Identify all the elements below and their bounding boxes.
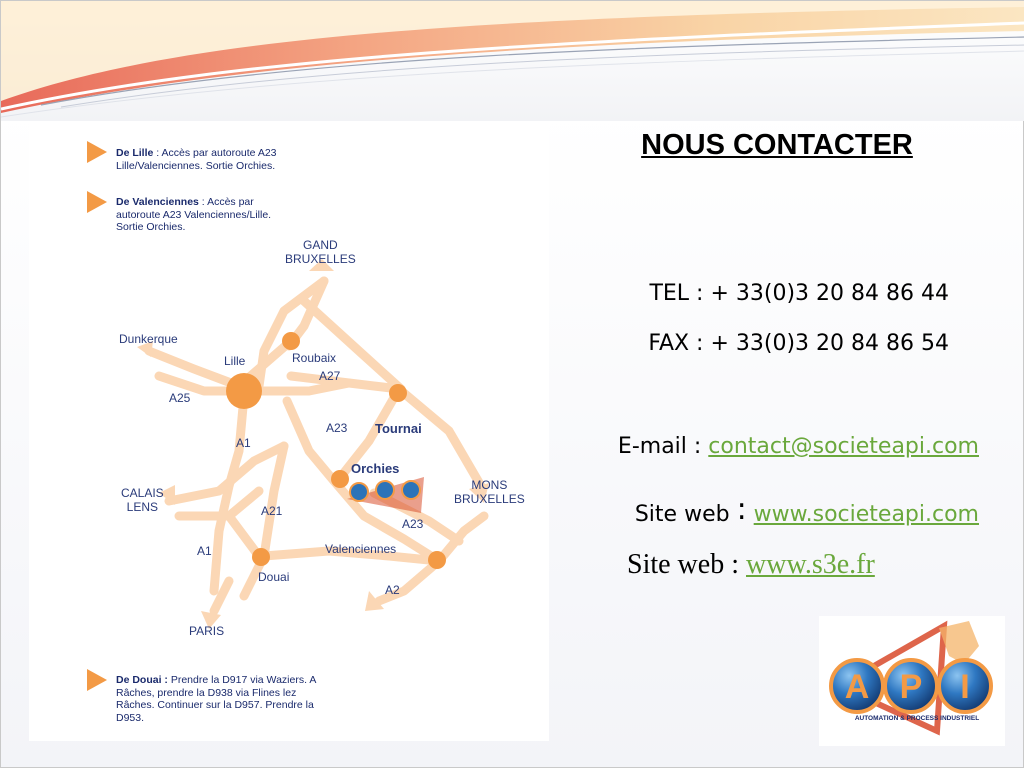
note-douai-body: Prendre la D917 via Waziers. A Râches, p…: [116, 674, 316, 724]
api-logo-letter-p: P: [900, 668, 923, 706]
road-map-graphic: [87, 141, 489, 691]
email-link[interactable]: contact@societeapi.com: [708, 434, 979, 459]
note-lille-head: De Lille: [116, 147, 154, 159]
api-logo-tagline: AUTOMATION & PROCESS INDUSTRIEL: [855, 715, 979, 722]
note-douai-head: De Douai :: [116, 674, 168, 686]
note-from-valenciennes: De Valenciennes : Accès par autoroute A2…: [116, 196, 286, 234]
note-arrow-douai: [87, 669, 107, 691]
note-valenciennes-body: : Accès par autoroute A23 Valenciennes/L…: [116, 196, 272, 233]
place-lille: Lille: [224, 354, 246, 368]
website-line-2: Site web : www.s3e.fr: [627, 549, 875, 581]
map-api-badge: [347, 477, 424, 513]
tel-line: TEL : + 33(0)3 20 84 86 44: [649, 281, 949, 306]
place-mons-bruxelles: MONS BRUXELLES: [454, 478, 525, 506]
page-title: NOUS CONTACTER: [641, 129, 913, 161]
place-tournai: Tournai: [375, 421, 422, 436]
road-a2: A2: [385, 583, 400, 597]
api-logo-balls: [829, 658, 993, 714]
api-logo-letter-a: A: [845, 668, 870, 706]
road-a23-bottom: A23: [402, 517, 424, 531]
header-swoosh-banner: [1, 1, 1024, 121]
note-valenciennes-head: De Valenciennes: [116, 196, 199, 208]
place-bruxelles-right: BRUXELLES: [454, 492, 525, 506]
place-paris: PARIS: [189, 624, 225, 638]
fax-line: FAX : + 33(0)3 20 84 86 54: [648, 331, 949, 356]
email-label: E-mail :: [617, 434, 709, 459]
email-line: E-mail : contact@societeapi.com: [618, 434, 979, 459]
place-gand: GAND: [303, 238, 338, 252]
website-line-1: Site web : www.societeapi.com: [634, 492, 979, 529]
place-valenciennes: Valenciennes: [325, 542, 397, 556]
website-link-1[interactable]: www.societeapi.com: [753, 502, 979, 527]
place-roubaix: Roubaix: [292, 351, 337, 365]
road-a25: A25: [169, 391, 191, 405]
note-arrow-lille: [87, 141, 107, 163]
road-a1-bottom: A1: [197, 544, 212, 558]
road-a27: A27: [319, 369, 341, 383]
road-a21: A21: [261, 504, 283, 518]
road-a1-top: A1: [236, 436, 251, 450]
note-from-lille: De Lille : Accès par autoroute A23 Lille…: [116, 147, 291, 172]
place-calais-lens: CALAIS LENS: [121, 486, 164, 514]
api-logo-graphic: A P I AUTOMATION & PROCESS INDUSTRIEL: [829, 620, 993, 736]
place-douai: Douai: [258, 570, 290, 584]
website-colon-1: :: [736, 492, 747, 527]
directions-map: De Lille : Accès par autoroute A23 Lille…: [29, 121, 549, 741]
place-dunkerque: Dunkerque: [119, 332, 178, 346]
place-mons: MONS: [471, 478, 508, 492]
note-from-douai: De Douai : Prendre la D917 via Waziers. …: [116, 674, 316, 724]
website-link-2[interactable]: www.s3e.fr: [746, 549, 875, 580]
place-bruxelles-top: BRUXELLES: [285, 252, 356, 266]
website-label-2: Site web :: [627, 549, 746, 580]
note-lille-body: : Accès par autoroute A23 Lille/Valencie…: [116, 147, 277, 172]
place-calais: CALAIS: [121, 486, 164, 500]
note-arrow-valenciennes: [87, 191, 107, 213]
place-lens: LENS: [126, 500, 159, 514]
api-logo: A P I AUTOMATION & PROCESS INDUSTRIEL: [819, 616, 1005, 746]
place-gand-bruxelles: GAND BRUXELLES: [285, 238, 356, 266]
api-logo-letter-i: I: [960, 668, 969, 706]
website-label-1: Site web: [634, 502, 737, 527]
place-orchies: Orchies: [351, 461, 400, 476]
road-a23-top: A23: [326, 421, 348, 435]
